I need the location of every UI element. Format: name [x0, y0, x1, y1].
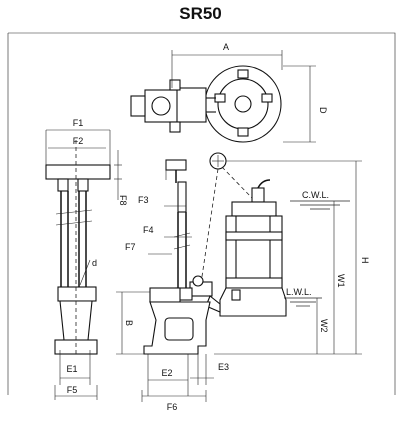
dim-label-h: H — [360, 257, 370, 264]
dim-label-f6: F6 — [167, 402, 178, 412]
dim-label-f5: F5 — [67, 385, 78, 395]
dim-label-f3: F3 — [138, 195, 149, 205]
guide-rail-view: F1 F2 F8 d E1 F5 — [45, 118, 128, 400]
drawing-frame — [7, 32, 396, 395]
motor-frame — [225, 215, 283, 289]
dim-label-e3: E3 — [218, 362, 229, 372]
dim-label-d-small: d — [92, 258, 97, 268]
side-view: F3 F4 F7 C.W. — [116, 152, 370, 412]
dim-label-f1: F1 — [73, 118, 84, 128]
discharge-flange-top — [175, 87, 207, 123]
power-cable — [257, 179, 271, 189]
water-level-lwl: L.W.L. — [286, 287, 312, 297]
base-flange-side — [57, 286, 97, 302]
pump-casing — [219, 287, 287, 317]
dim-label-d: D — [318, 107, 328, 114]
diagram-title: SR50 — [179, 4, 222, 23]
dim-label-f7: F7 — [125, 242, 136, 252]
water-level-cwl: C.W.L. — [302, 190, 329, 200]
motor-top-cover — [231, 201, 277, 217]
dim-label-b: B — [124, 320, 134, 326]
dim-label-w2: W2 — [319, 319, 329, 333]
dim-label-f2: F2 — [73, 136, 84, 146]
base-flange — [149, 287, 181, 303]
dim-label-f4: F4 — [143, 225, 154, 235]
dim-label-e2: E2 — [161, 368, 172, 378]
dim-label-a: A — [223, 42, 229, 52]
dim-label-e1: E1 — [66, 364, 77, 374]
top-view: A D — [130, 42, 328, 143]
dim-label-w1: W1 — [336, 274, 346, 288]
dim-label-f8: F8 — [118, 195, 128, 206]
upper-bracket — [45, 164, 111, 180]
